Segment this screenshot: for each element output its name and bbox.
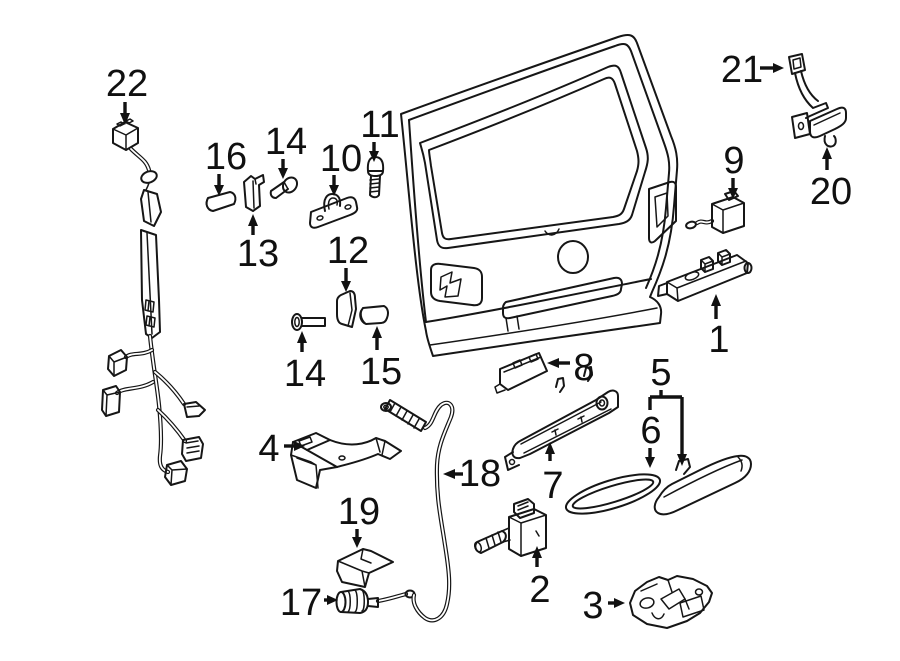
part-illustration-1-license-lamp — [657, 249, 753, 302]
part-illustration-14-lower-pin — [291, 313, 326, 331]
part-illustration-5-handle — [653, 454, 752, 516]
callout-5-bracket — [648, 390, 684, 456]
callout-3: 3 — [582, 585, 625, 627]
callout-17-label: 17 — [280, 582, 322, 624]
part-illustration-12-buffer — [336, 290, 357, 328]
callout-9: 9 — [723, 140, 745, 199]
callout-12-label: 12 — [327, 230, 369, 272]
part-illustration-21-bracket — [788, 53, 829, 139]
callout-12: 12 — [327, 230, 369, 292]
callout-1-label: 1 — [708, 319, 729, 361]
part-illustration-4-bracket — [290, 432, 402, 489]
callout-22: 22 — [106, 63, 148, 125]
part-illustration-8-plate — [494, 352, 548, 394]
part-illustration-2-lock-unit — [473, 498, 547, 557]
part-illustration-3-latch — [629, 575, 713, 629]
callout-8: 8 — [547, 347, 595, 389]
part-illustration-11-bolt — [366, 156, 385, 199]
callout-21-label: 21 — [721, 49, 763, 91]
callout-13-label: 13 — [237, 233, 279, 275]
part-illustration-13-bracket — [243, 174, 265, 212]
part-illustration-19-wedge — [336, 548, 394, 588]
callout-16-label: 16 — [205, 136, 247, 178]
callout-6-label: 6 — [640, 410, 661, 452]
callout-10: 10 — [320, 138, 362, 196]
callout-1: 1 — [708, 294, 730, 361]
callout-19: 19 — [338, 491, 380, 548]
callout-22-label: 22 — [106, 63, 148, 105]
liftgate-panel-illustration — [400, 34, 679, 357]
part-illustration-6-gasket — [564, 473, 662, 515]
callout-11: 11 — [360, 104, 400, 162]
callout-2: 2 — [529, 546, 551, 611]
callout-16: 16 — [205, 136, 247, 196]
callout-20-label: 20 — [810, 171, 852, 213]
callout-8-label: 8 — [573, 347, 594, 389]
callout-2-label: 2 — [529, 569, 550, 611]
callout-5-label: 5 — [650, 352, 671, 394]
callout-15: 15 — [360, 326, 402, 393]
callout-10-label: 10 — [320, 138, 362, 180]
callout-7-label: 7 — [542, 465, 563, 507]
callout-9-label: 9 — [723, 140, 744, 182]
part-illustration-14-upper-bolt — [269, 176, 299, 199]
part-illustration-20-lens — [809, 106, 847, 148]
callout-18-label: 18 — [459, 453, 501, 495]
callout-6: 6 — [640, 410, 662, 468]
part-illustration-10-striker — [309, 193, 359, 229]
callout-14-lower: 14 — [284, 331, 326, 395]
part-illustration-15-sleeve — [359, 305, 389, 325]
part-illustration-16-pin — [205, 191, 237, 212]
part-illustration-7-handle-carrier — [504, 366, 619, 471]
callout-15-label: 15 — [360, 351, 402, 393]
callout-11-label: 11 — [360, 104, 399, 146]
callout-4-label: 4 — [258, 428, 279, 470]
callout-14-upper: 14 — [265, 121, 307, 179]
part-illustration-9-actuator — [685, 190, 745, 234]
part-illustration-17-lock-cylinder — [335, 588, 416, 614]
part-illustration-22-harness — [101, 118, 206, 486]
callout-20: 20 — [810, 147, 852, 213]
callout-4: 4 — [258, 428, 305, 470]
callout-19-label: 19 — [338, 491, 380, 533]
callout-14-upper-label: 14 — [265, 121, 307, 163]
callout-18: 18 — [443, 453, 501, 495]
callout-14-lower-label: 14 — [284, 353, 326, 395]
callout-17: 17 — [280, 582, 338, 624]
callout-7: 7 — [542, 442, 564, 507]
callout-21: 21 — [721, 49, 784, 91]
callout-3-label: 3 — [582, 585, 603, 627]
part-illustration-18-release-cable — [380, 399, 455, 623]
callout-5: 5 — [648, 352, 687, 466]
callout-13: 13 — [237, 214, 279, 275]
